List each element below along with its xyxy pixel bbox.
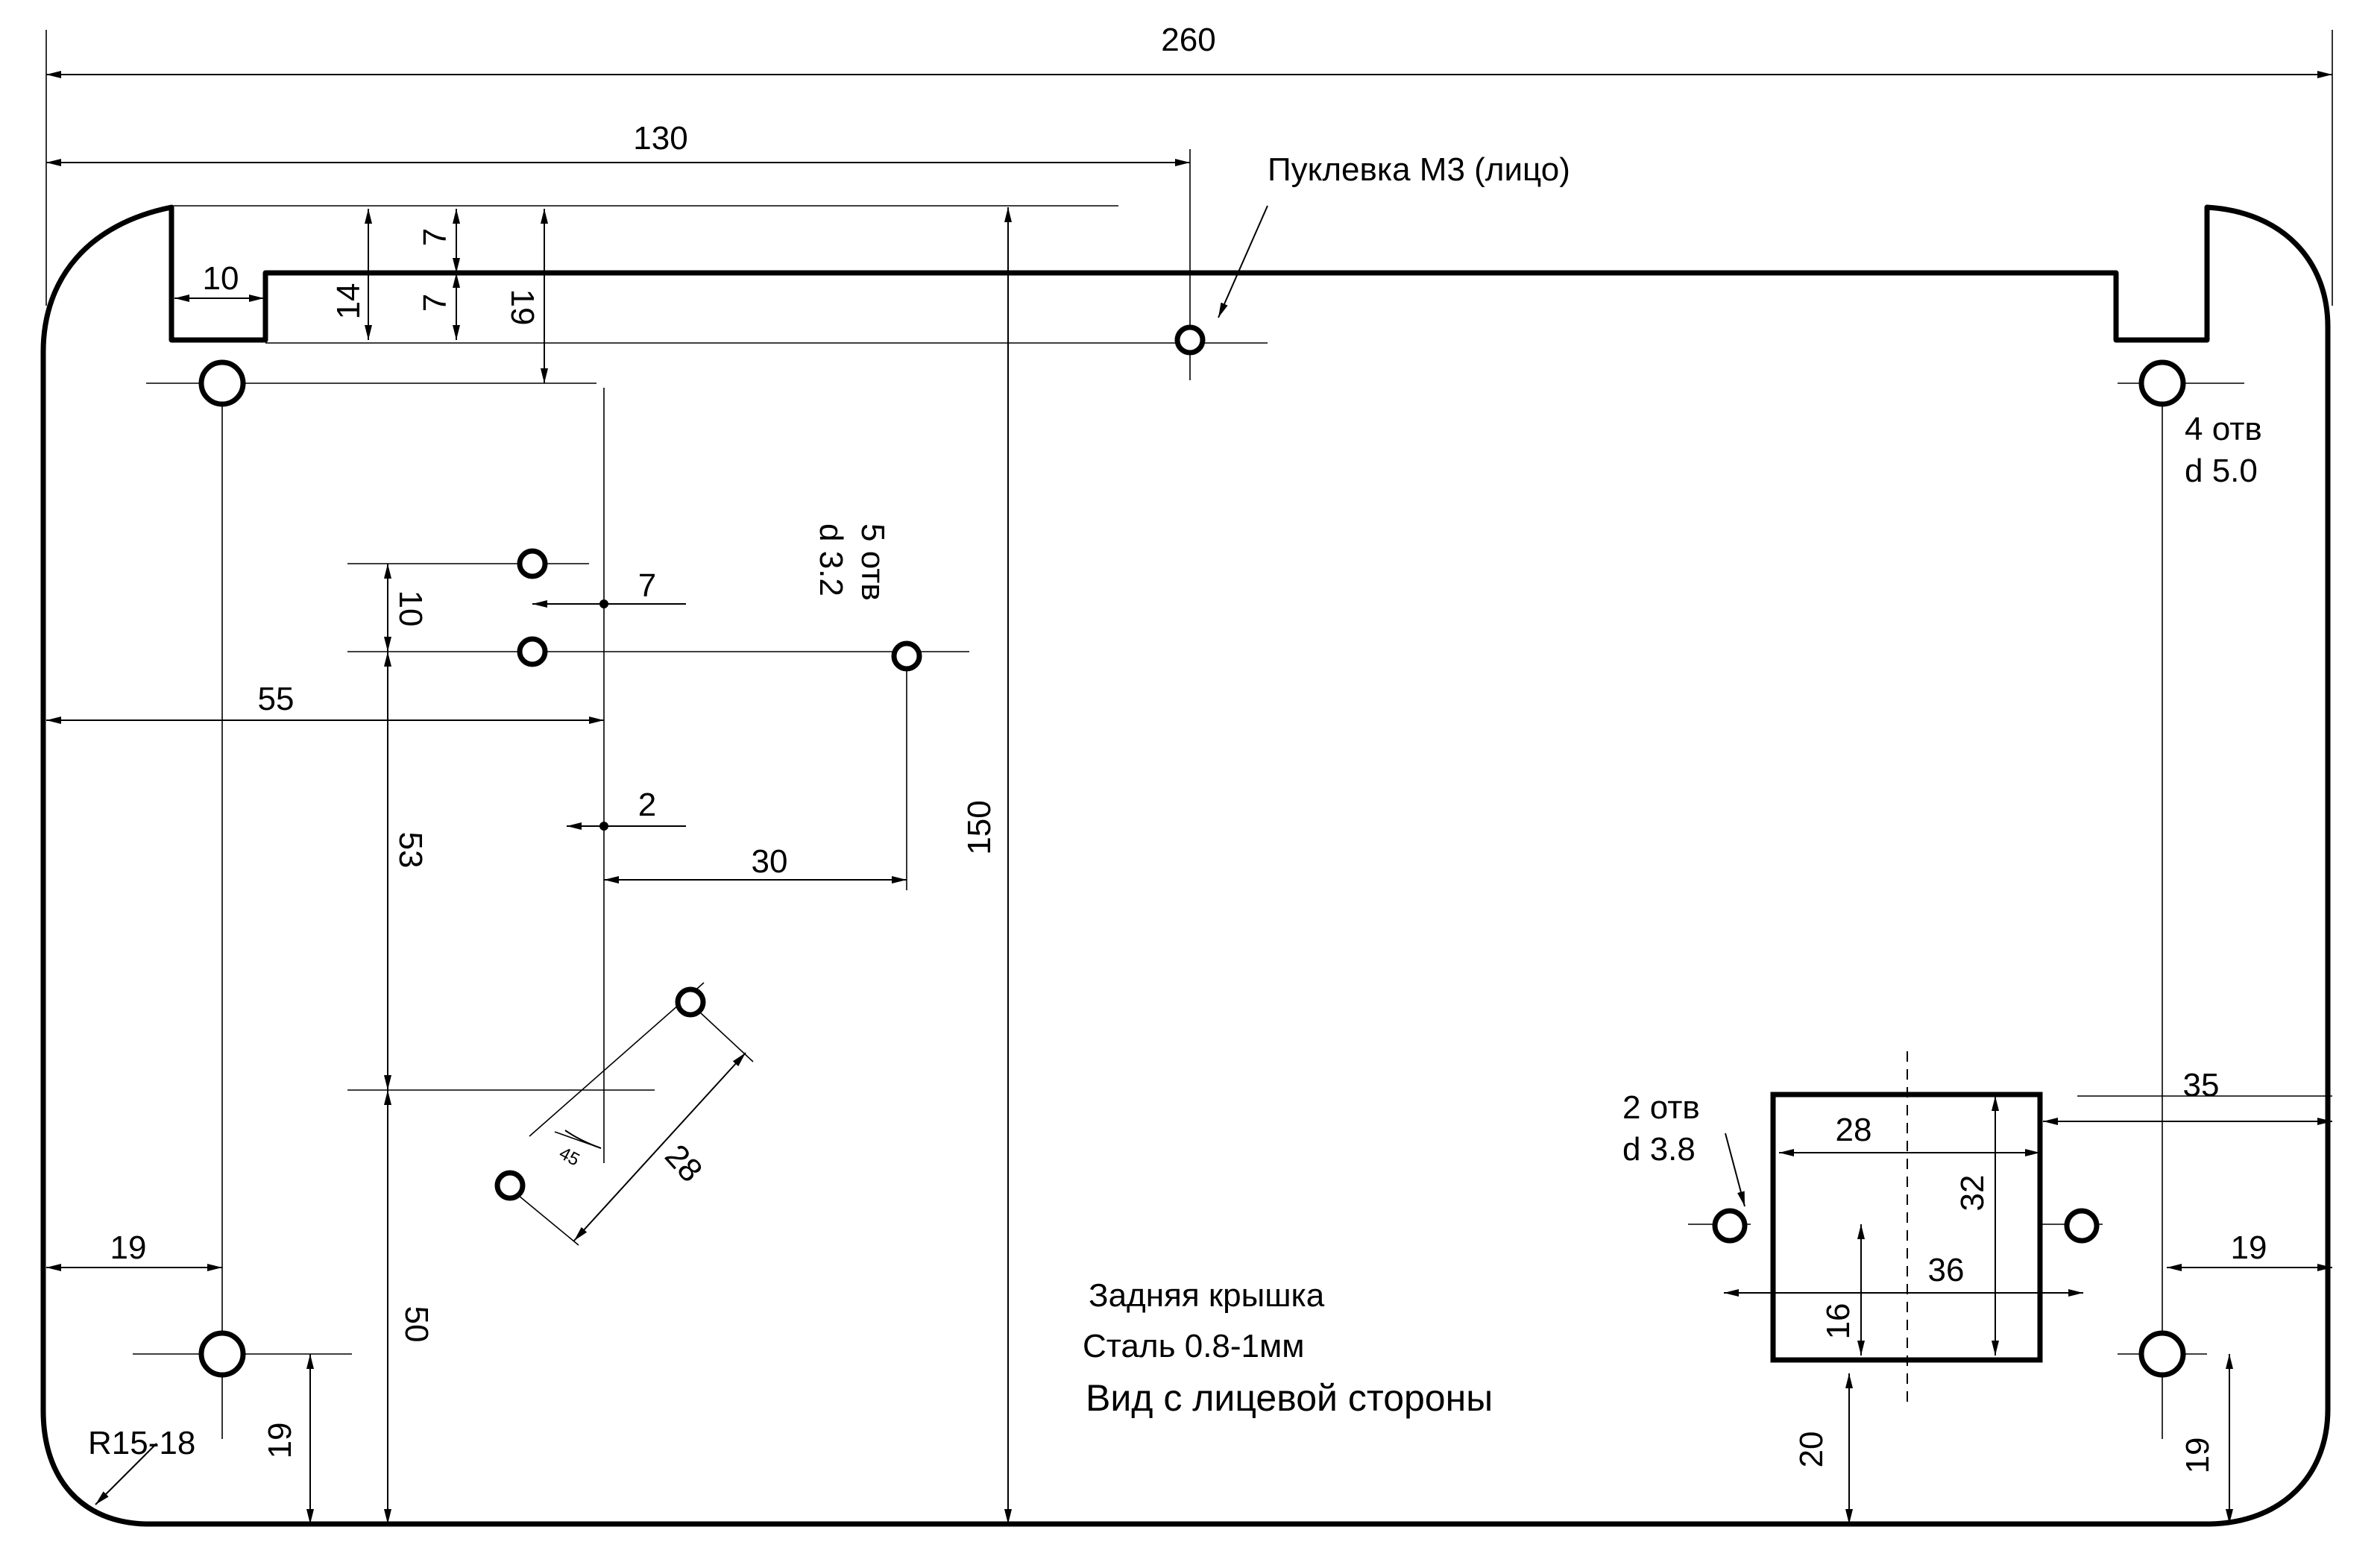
holes-2-count: 2 отв	[1622, 1089, 1700, 1126]
holes-5-count: 5 отв	[854, 523, 891, 601]
small-hole-2	[517, 636, 548, 667]
dim-right-edge-35: 35	[2183, 1067, 2220, 1103]
window-hole-right	[2064, 1208, 2100, 1244]
dim-hole-offset-2: 2	[638, 787, 656, 823]
dim-window-hole-height: 16	[1820, 1303, 1857, 1340]
dim-right-edge-19: 19	[2231, 1229, 2267, 1266]
dim-window-width: 28	[1836, 1112, 1872, 1148]
window-hole-left	[1712, 1208, 1748, 1244]
small-hole-5	[494, 1170, 526, 1201]
dim-top-hole-offset: 19	[504, 289, 541, 326]
dimension-labels: 260 130 10 14 7 7 19 150 55 10 7 2 30 53…	[110, 22, 2267, 1473]
dim-overall-height: 150	[961, 800, 998, 854]
dim-diag-angle: 45	[555, 1143, 582, 1170]
dim-left-offset-55: 55	[258, 681, 295, 717]
dim-bottom-right-19: 19	[2179, 1438, 2216, 1474]
holes-5-diameter: d 3.2	[813, 523, 849, 596]
dim-notch-width: 10	[203, 260, 239, 297]
dim-window-holes-span: 36	[1928, 1252, 1965, 1288]
dim-diag-distance: 28	[658, 1138, 709, 1189]
dim-vertical-53: 53	[392, 832, 429, 869]
dim-hole-pair-spacing: 10	[392, 591, 429, 627]
dim-notch-depth: 14	[330, 283, 367, 320]
dimension-lines	[46, 71, 2332, 1524]
dim-bottom-left-19: 19	[262, 1423, 298, 1459]
title-view: Вид с лицевой стороны	[1086, 1377, 1493, 1419]
notes: Пуклевка М3 (лицо) 4 отв d 5.0 5 отв d 3…	[88, 151, 2262, 1461]
holes-4-count: 4 отв	[2185, 411, 2262, 447]
mount-hole-top-right	[2138, 359, 2186, 407]
reference-points	[599, 599, 608, 831]
panel-outline	[40, 204, 2331, 1527]
mount-hole-top-left	[198, 359, 246, 407]
title-block: Задняя крышка Сталь 0.8-1мм Вид с лицево…	[1083, 1277, 1493, 1419]
dim-left-edge-19: 19	[110, 1229, 147, 1266]
dim-hole-spacing-30: 30	[752, 843, 788, 880]
dim-half-width: 130	[633, 120, 687, 157]
mount-hole-bottom-right	[2138, 1330, 2186, 1378]
pem-nut-hole	[1174, 324, 1206, 356]
title-part-name: Задняя крышка	[1089, 1277, 1325, 1314]
dim-overall-width: 260	[1161, 22, 1215, 58]
small-hole-1	[517, 548, 548, 579]
dim-vertical-50: 50	[398, 1306, 435, 1343]
pem-note: Пуклевка М3 (лицо)	[1268, 151, 1570, 188]
small-hole-3	[891, 640, 922, 672]
mount-hole-bottom-left	[198, 1330, 246, 1378]
extension-lines	[45, 30, 2333, 1439]
small-hole-4	[675, 986, 706, 1018]
holes	[198, 324, 2186, 1378]
dim-top-step-a: 7	[417, 228, 453, 246]
dim-top-step-b: 7	[417, 294, 453, 312]
dim-window-bottom: 20	[1793, 1432, 1830, 1468]
title-material: Сталь 0.8-1мм	[1083, 1328, 1305, 1364]
dim-hole-offset-7: 7	[638, 567, 656, 604]
holes-2-diameter: d 3.8	[1622, 1131, 1696, 1168]
dim-window-height: 32	[1954, 1175, 1991, 1212]
holes-4-diameter: d 5.0	[2185, 453, 2258, 489]
radius-note: R15-18	[88, 1425, 195, 1461]
